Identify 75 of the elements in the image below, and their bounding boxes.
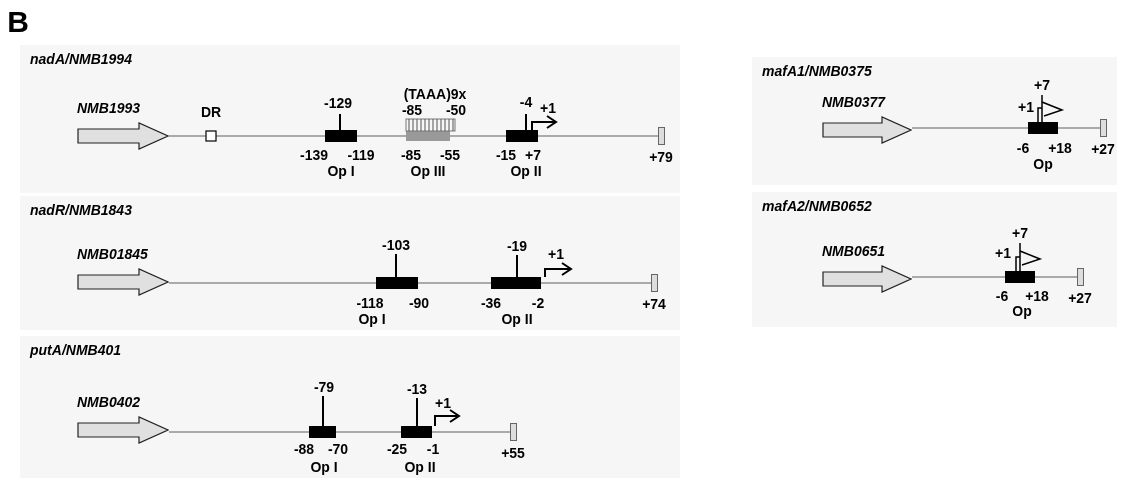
operator-label: Op II	[501, 311, 533, 327]
position-label: -6	[1016, 140, 1030, 156]
panel-heading: mafA1/NMB0375	[762, 63, 872, 79]
panel-letter: B	[7, 6, 29, 38]
site-label: DR	[200, 104, 222, 120]
operator-label: Op	[1012, 303, 1032, 319]
position-label: -2	[531, 295, 545, 311]
start-site-label: +1	[548, 246, 564, 262]
gene-panel	[20, 336, 680, 478]
position-label: -19	[506, 238, 528, 254]
gene-arrow	[77, 394, 169, 444]
gene-name: NMB01845	[77, 246, 148, 262]
gene-arrow	[77, 246, 169, 296]
terminator-box	[658, 127, 665, 145]
position-label: -90	[408, 295, 430, 311]
start-site-label: +1	[995, 245, 1011, 261]
position-label: +27	[1091, 141, 1115, 157]
gene-name: NMB0377	[822, 94, 886, 110]
gene-panel	[752, 192, 1117, 327]
position-label: -85	[401, 102, 423, 118]
start-site-label: +1	[1018, 99, 1034, 115]
position-label: +7	[1034, 77, 1050, 93]
panel-heading: nadA/NMB1994	[30, 51, 132, 67]
operator-label: Op	[1033, 156, 1053, 172]
position-label: -129	[324, 95, 352, 111]
position-label: -4	[519, 94, 533, 110]
operator-label: Op I	[358, 311, 386, 327]
position-label: -50	[445, 102, 467, 118]
position-label: +55	[501, 445, 525, 461]
position-label: +7	[1012, 225, 1028, 241]
position-label: -15	[495, 147, 517, 163]
position-label: -79	[313, 379, 335, 395]
operator-label: Op II	[510, 163, 542, 179]
position-label: -118	[356, 295, 384, 311]
operator-label: Op II	[404, 459, 436, 475]
position-label: -1	[426, 441, 440, 457]
repeat-label: (TAAA)9x	[403, 86, 467, 102]
gene-arrow	[77, 100, 169, 150]
position-label: -70	[327, 441, 349, 457]
gene-arrow	[822, 243, 912, 293]
terminator-box	[1077, 268, 1084, 286]
position-label: +79	[649, 149, 673, 165]
position-label: -6	[995, 288, 1009, 304]
terminator-box	[651, 274, 658, 292]
position-label: -36	[480, 295, 502, 311]
position-label: -25	[386, 441, 408, 457]
position-label: -85	[400, 147, 422, 163]
gene-panel	[752, 57, 1117, 185]
operator-label: Op I	[310, 459, 338, 475]
terminator-box	[510, 423, 517, 441]
gene-panel	[20, 196, 680, 330]
start-site-label: +1	[540, 100, 556, 116]
operator-label: Op I	[327, 163, 355, 179]
panel-heading: putA/NMB401	[30, 342, 121, 358]
position-label: +18	[1025, 288, 1049, 304]
gene-arrow	[822, 94, 912, 144]
position-label: +74	[642, 296, 666, 312]
gene-name: NMB0651	[822, 243, 886, 259]
gene-panel	[20, 45, 680, 193]
position-label: -103	[382, 237, 410, 253]
position-label: -13	[406, 381, 428, 397]
position-label: -55	[439, 147, 461, 163]
panel-heading: mafA2/NMB0652	[762, 198, 872, 214]
position-label: +18	[1048, 140, 1072, 156]
position-label: -88	[293, 441, 315, 457]
terminator-box	[1100, 119, 1107, 137]
gene-name: NMB0402	[77, 394, 141, 410]
position-label: -119	[347, 147, 375, 163]
panel-heading: nadR/NMB1843	[30, 202, 132, 218]
position-label: +7	[525, 147, 541, 163]
gene-name: NMB1993	[77, 100, 141, 116]
position-label: +27	[1068, 290, 1092, 306]
position-label: -139	[300, 147, 328, 163]
operator-label: Op III	[410, 163, 446, 179]
start-site-label: +1	[435, 395, 451, 411]
